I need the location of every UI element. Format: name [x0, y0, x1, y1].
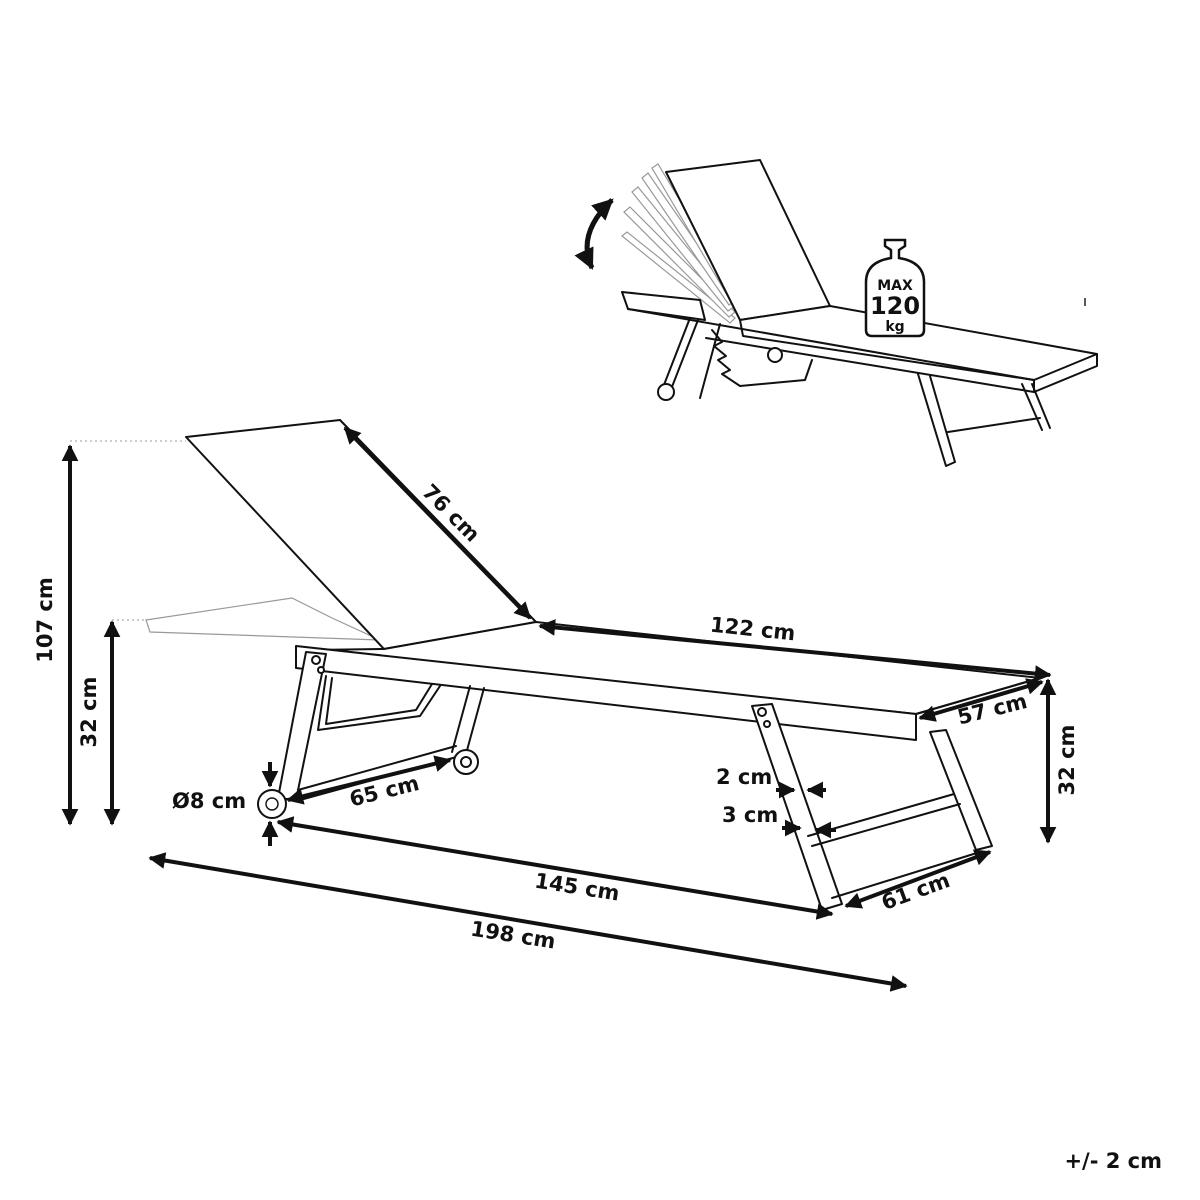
weight-icon — [864, 238, 926, 338]
total-height-label: 107 cm — [33, 577, 57, 662]
recline-arrow-icon — [574, 198, 614, 270]
inner-leg — [451, 685, 485, 755]
ratchet-bar — [317, 675, 441, 731]
dimension-lines — [61, 426, 1057, 992]
frame-length-label: 145 cm — [533, 869, 621, 906]
lounger-main-drawing — [70, 419, 1041, 911]
mini-ratchet — [711, 329, 813, 387]
front-wheel — [257, 789, 287, 819]
load-unit: kg — [885, 319, 904, 335]
mini-wheel — [657, 383, 675, 401]
leg-width-label: 61 cm — [878, 868, 953, 915]
mini-seat — [739, 305, 1098, 381]
total-length-label: 198 cm — [469, 917, 557, 954]
frame-thickness-2cm-label: 2 cm — [716, 765, 772, 789]
tolerance-note: +/- 2 cm — [1064, 1149, 1162, 1173]
max-load-badge: MAX 120 kg — [864, 238, 926, 338]
max-label: MAX — [877, 278, 913, 294]
rear-wheel — [453, 749, 479, 775]
seat-length-label: 122 cm — [709, 613, 797, 646]
flat-backrest-ghost — [145, 597, 381, 641]
back-leg-outer — [929, 729, 993, 851]
front-height-label: 32 cm — [77, 677, 101, 748]
frame-thickness-3cm-label: 3 cm — [722, 803, 778, 827]
recline-illustration — [574, 159, 1098, 467]
back-crossbar — [807, 793, 961, 847]
back-height-label: 32 cm — [1055, 725, 1079, 796]
mini-back-leg — [917, 373, 1051, 467]
mini-foot-section — [621, 291, 706, 321]
wheel-diameter-label: Ø8 cm — [172, 789, 246, 813]
load-value: 120 — [870, 292, 920, 320]
